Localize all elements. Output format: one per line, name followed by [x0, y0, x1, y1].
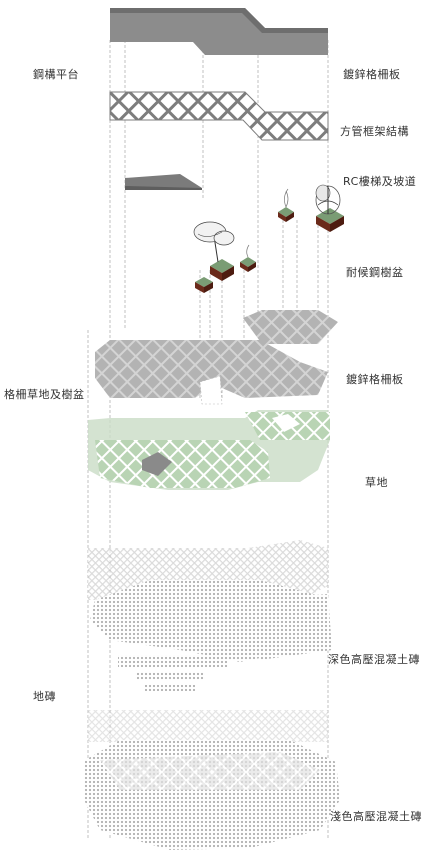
label-galvanized-grating-top: 鍍鋅格柵板 [343, 68, 401, 81]
label-dark-pavers: 深色高壓混凝土磚 [328, 653, 420, 666]
label-weathering-steel-planters: 耐候鋼樹盆 [346, 266, 404, 279]
planter-small-right [278, 188, 294, 222]
label-square-tube-frame: 方管框架結構 [340, 125, 409, 138]
label-grid-lawn-and-planters: 格柵草地及樹盆 [4, 388, 85, 401]
planter-small-left [195, 277, 213, 293]
ground-pavers-layer [88, 710, 328, 742]
label-rc-stair-ramp: RC樓梯及坡道 [343, 175, 417, 188]
small-grating-piece [243, 310, 338, 344]
planter-tree-center [193, 221, 235, 281]
weathering-steel-planters-layer [193, 184, 344, 293]
planter-small-center [240, 244, 256, 272]
label-ground-pavers: 地磚 [33, 690, 56, 703]
label-steel-platform: 鋼構平台 [33, 68, 79, 81]
label-light-pavers: 淺色高壓混凝土磚 [330, 810, 422, 823]
label-galvanized-grating-mid: 鍍鋅格柵板 [346, 373, 404, 386]
rc-stair-layer [125, 174, 202, 190]
dark-pavers-layer [88, 540, 332, 691]
steel-platform-layer [110, 8, 328, 55]
galvanized-grating-mid-layer [95, 340, 328, 405]
lawn-layer [88, 410, 330, 490]
planter-large-right [315, 184, 344, 232]
light-pavers-layer [84, 740, 340, 850]
square-tube-frame-layer [109, 91, 329, 141]
label-lawn: 草地 [365, 476, 388, 489]
